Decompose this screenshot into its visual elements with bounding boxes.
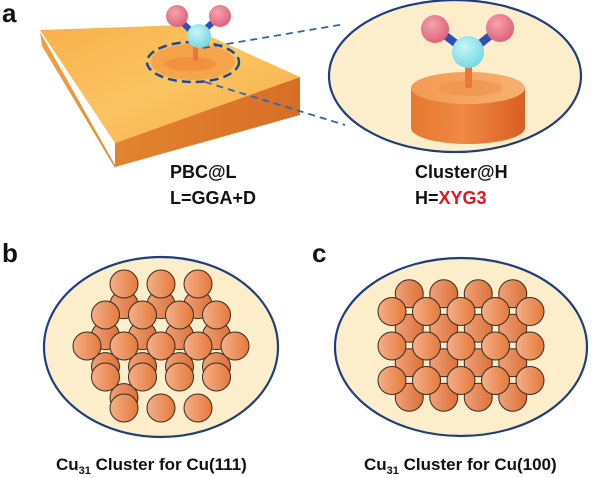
adsorption-site-shadow <box>164 57 216 71</box>
oxygen-atom-right <box>209 5 231 27</box>
cu-atom-top <box>109 269 139 299</box>
panel-letter-c: c <box>312 238 326 268</box>
label-cluster-method: H=XYG3 <box>415 188 487 208</box>
cu-atom-top <box>128 362 157 392</box>
slab-front-face <box>115 77 300 167</box>
cu-atom-top <box>183 269 213 299</box>
caption-cu100: Cu31 Cluster for Cu(100) <box>364 455 557 477</box>
cu-atom-lower <box>498 279 528 309</box>
zoom-line-bottom <box>204 81 346 126</box>
cu-atom-top <box>481 366 510 395</box>
cu-atom-top <box>377 297 407 326</box>
cu-atom-top <box>91 362 120 392</box>
label-pbc-method: L=GGA+D <box>170 188 256 208</box>
caption-cu111-suffix: Cluster for Cu(111) <box>91 455 247 474</box>
zoom-line-top <box>202 23 346 49</box>
cu-atom-top <box>412 331 441 361</box>
panel-letter-a: a <box>2 0 17 28</box>
slab-top-face <box>40 25 300 143</box>
cluster-oxygen-right <box>486 14 514 42</box>
cluster-anchor-stick <box>465 66 472 88</box>
cu-atom-lower <box>463 279 493 309</box>
cu-atom-top <box>220 331 250 361</box>
label-cluster-method-prefix: H= <box>415 188 439 208</box>
label-pbc-title: PBC@L <box>170 162 237 182</box>
cu-atom-top <box>183 331 213 361</box>
cu-atom-top <box>202 362 231 392</box>
central-atom <box>187 24 211 48</box>
cu-atom-top <box>128 300 157 330</box>
cu-atom-top <box>377 331 407 361</box>
caption-cu111-subscript: 31 <box>79 465 91 477</box>
cu-atom-top <box>481 331 510 361</box>
cu-atom-top <box>91 300 120 330</box>
cu-atom-top <box>183 393 213 423</box>
cu-atom-lower <box>429 279 459 309</box>
cu-atom-top <box>72 331 102 361</box>
cu100-cluster <box>377 279 545 412</box>
cu-atom-top <box>165 362 194 392</box>
caption-cu100-prefix: Cu <box>364 455 387 474</box>
cu-atom-top <box>515 331 545 361</box>
cu-atom-top <box>446 297 476 326</box>
cu-atom-top <box>146 269 176 299</box>
cu-atom-top <box>412 297 441 326</box>
caption-cu100-subscript: 31 <box>387 465 399 477</box>
cu-atom-top <box>481 297 510 326</box>
cluster-central-atom <box>452 36 484 68</box>
cu111-cluster <box>72 269 250 423</box>
cu-atom-top <box>146 393 176 423</box>
caption-cu111: Cu31 Cluster for Cu(111) <box>56 455 247 477</box>
caption-cu111-prefix: Cu <box>56 455 79 474</box>
label-pbc-method-value: GGA+D <box>192 188 257 208</box>
cluster-model <box>411 14 525 144</box>
cu-atom-top <box>377 366 407 395</box>
label-pbc-method-prefix: L= <box>170 188 192 208</box>
caption-cu100-suffix: Cluster for Cu(100) <box>399 455 557 474</box>
cu-atom-top <box>446 331 476 361</box>
cu-atom-top <box>165 300 194 330</box>
cu-atom-top <box>515 297 545 326</box>
label-cluster-method-value: XYG3 <box>439 188 487 208</box>
slab-left-face <box>40 32 115 168</box>
cu-atom-top <box>109 331 139 361</box>
label-cluster-title: Cluster@H <box>415 162 508 182</box>
cluster-oxygen-left <box>421 15 449 43</box>
cu-atom-top <box>515 366 545 395</box>
cu-atom-top <box>202 300 231 330</box>
adsorbate-molecule-slab <box>166 5 231 61</box>
panel-letter-b: b <box>2 238 18 268</box>
cu-atom-top <box>146 331 176 361</box>
cu-atom-lower <box>394 279 424 309</box>
oxygen-atom-left <box>166 5 188 27</box>
cu-atom-top <box>109 393 139 423</box>
cluster-cylinder-side <box>411 88 525 144</box>
cu-atom-top <box>446 366 476 395</box>
cu-atom-top <box>412 366 441 395</box>
periodic-slab <box>40 25 300 168</box>
